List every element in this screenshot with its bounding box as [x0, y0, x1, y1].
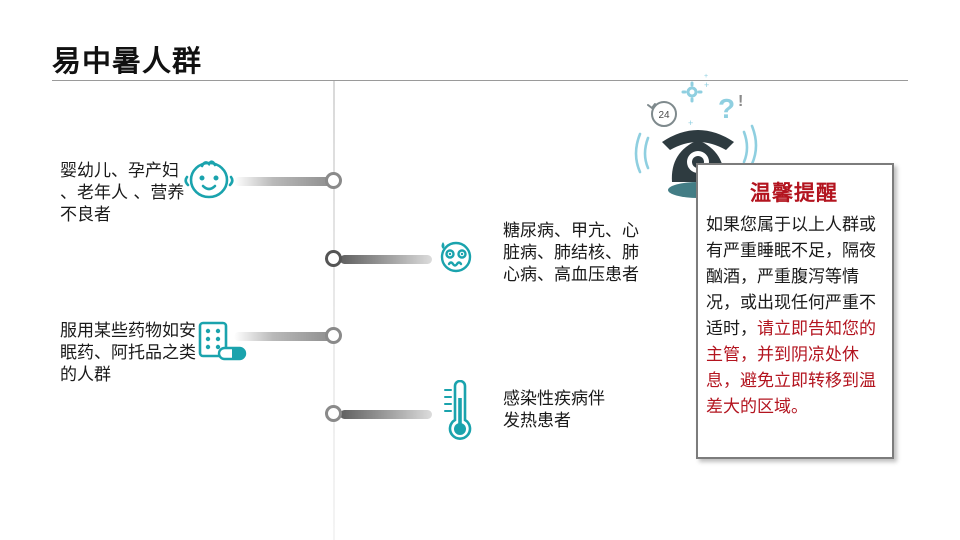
connector-bar-2	[340, 255, 432, 264]
reminder-body: 如果您属于以上人群或有严重睡眠不足，隔夜酗酒，严重腹泻等情况，或出现任何严重不适…	[706, 212, 882, 420]
page-title: 易中暑人群	[52, 44, 203, 78]
reminder-title: 温馨提醒	[750, 181, 838, 205]
thermometer-icon	[444, 380, 472, 440]
svg-text:+: +	[704, 73, 708, 80]
reminder-panel	[696, 163, 894, 459]
timeline-axis	[333, 81, 335, 540]
connector-bar-4	[340, 410, 432, 419]
baby-face-icon	[184, 160, 234, 199]
timeline-node-1	[325, 172, 342, 189]
timeline-node-2	[325, 250, 342, 267]
connector-bar-3	[234, 332, 332, 341]
group-3-text: 服用某些药物如安眠药、阿托品之类的人群	[60, 321, 196, 385]
svg-text:+: +	[704, 80, 709, 90]
group-1-text: 婴幼儿、孕产妇 、老年人 、营养不良者	[60, 161, 185, 225]
reminder-body-normal: 如果您属于以上人群或有严重睡眠不足，隔夜酗酒，严重腹泻等情况，或出现任何严重不适…	[706, 215, 876, 339]
svg-text:+: +	[688, 118, 693, 128]
group-2-text: 糖尿病、甲亢、心脏病、肺结核、肺心病、高血压患者	[503, 221, 639, 285]
timeline-node-3	[325, 327, 342, 344]
clock-label: 24	[658, 110, 670, 121]
group-4-text: 感染性疾病伴发热患者	[503, 389, 605, 431]
svg-text:?: ?	[718, 93, 735, 124]
sweating-face-icon	[440, 241, 472, 273]
pill-pack-icon	[198, 321, 247, 361]
svg-text:!: !	[738, 93, 743, 110]
timeline-node-4	[325, 405, 342, 422]
connector-bar-1	[234, 177, 332, 186]
title-divider	[52, 80, 908, 81]
reminder-body-highlight: 请立即告知您的主管，并到阴凉处休息，避免立即转移到温差大的区域。	[706, 319, 876, 417]
